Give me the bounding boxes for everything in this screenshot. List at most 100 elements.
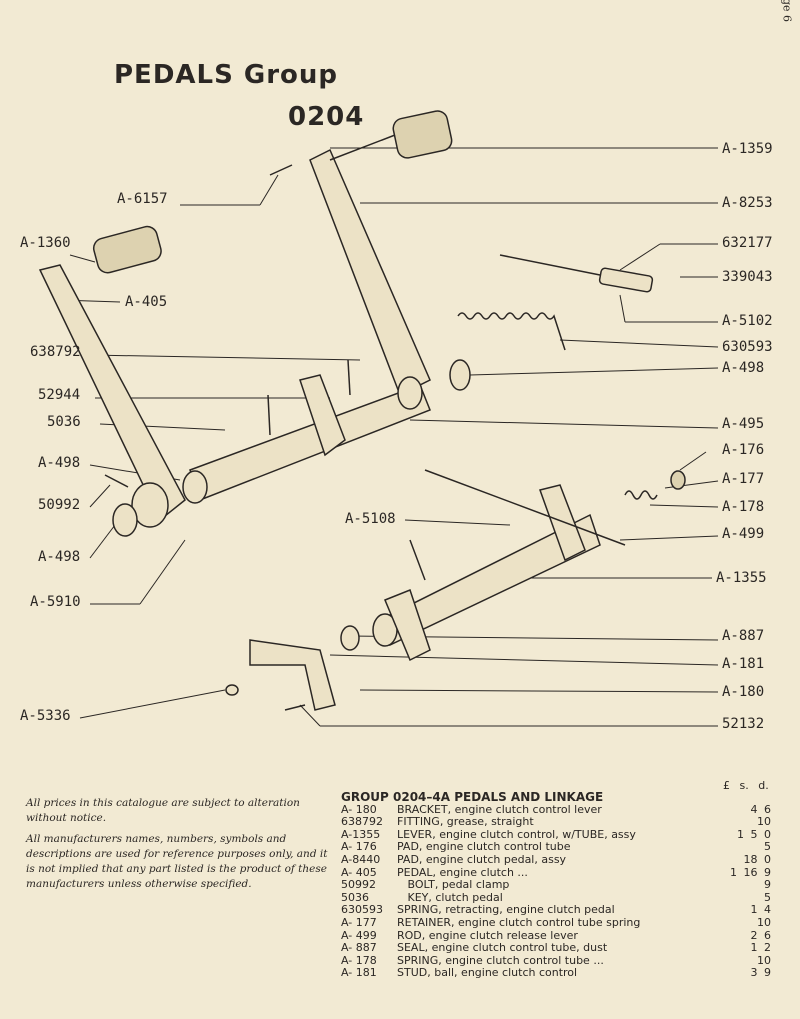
parts-drawing bbox=[38, 110, 686, 711]
callout-630593: 630593 bbox=[722, 339, 773, 355]
part-description: FITTING, grease, straight bbox=[397, 816, 534, 829]
parts-table: £ s. d. GROUP 0204–4A PEDALS AND LINKAGE… bbox=[341, 779, 772, 980]
callout-52944: 52944 bbox=[38, 387, 81, 403]
table-row: A- 887 SEAL, engine clutch control tube, … bbox=[341, 942, 771, 955]
part-description: PAD, engine clutch pedal, assy bbox=[397, 853, 567, 866]
callout-632177: 632177 bbox=[722, 235, 773, 251]
callout-a-181: A-181 bbox=[722, 656, 765, 672]
part-description: RETAINER, engine clutch control tube spr… bbox=[397, 916, 641, 929]
callout-a-495: A-495 bbox=[722, 416, 765, 432]
part-price: 3 9 bbox=[750, 966, 772, 980]
part-price: 9 bbox=[764, 878, 771, 892]
part-number: 5036 bbox=[341, 890, 369, 904]
part-price: 1 16 9 bbox=[730, 865, 771, 879]
dust-seal bbox=[340, 625, 360, 651]
part-number: A- 178 bbox=[341, 953, 377, 967]
part-description: BOLT, pedal clamp bbox=[397, 879, 510, 892]
callout-a-5108: A-5108 bbox=[345, 511, 396, 527]
retracting-spring bbox=[457, 312, 566, 351]
release-rod bbox=[424, 469, 626, 546]
part-number: A-1355 bbox=[341, 827, 381, 841]
clevis-rod bbox=[499, 254, 601, 276]
part-number: A- 405 bbox=[341, 865, 377, 879]
part-number: A- 181 bbox=[341, 966, 377, 980]
table-rows: A- 180 BRACKET, engine clutch control lev… bbox=[341, 802, 772, 980]
part-description: SPRING, retracting, engine clutch pedal bbox=[397, 904, 615, 917]
part-description: KEY, clutch pedal bbox=[397, 891, 503, 904]
part-price: 1 4 bbox=[750, 903, 772, 917]
page-title: PEDALS Group bbox=[114, 60, 339, 90]
callout-a-499: A-499 bbox=[722, 526, 765, 542]
part-price: 5 bbox=[764, 840, 771, 854]
callout-a-177: A-177 bbox=[722, 471, 765, 487]
callout-a-498-right: A-498 bbox=[722, 360, 765, 376]
part-price: 10 bbox=[757, 953, 771, 967]
callout-a-5336: A-5336 bbox=[20, 708, 71, 724]
callout-a-5102: A-5102 bbox=[722, 313, 773, 329]
part-price: 10 bbox=[757, 815, 771, 829]
table-heading: GROUP 0204–4A PEDALS AND LINKAGE bbox=[341, 790, 604, 804]
part-number: A- 887 bbox=[341, 941, 377, 955]
table-row: 638792 FITTING, grease, straight 10 bbox=[341, 816, 771, 829]
part-description: PEDAL, engine clutch ... bbox=[397, 866, 528, 879]
pedal-pad-left bbox=[92, 225, 162, 274]
part-number: 630593 bbox=[341, 903, 383, 917]
part-number: 50992 bbox=[341, 878, 376, 892]
pedal-stem-right bbox=[329, 134, 396, 161]
exploded-diagram bbox=[38, 110, 719, 727]
part-price: 5 bbox=[764, 890, 771, 904]
part-price: 1 2 bbox=[750, 941, 772, 955]
table-row: A- 181 STUD, ball, engine clutch control 3… bbox=[341, 967, 771, 980]
part-description: LEVER, engine clutch control, w/TUBE, as… bbox=[397, 828, 636, 841]
table-row: 5036 KEY, clutch pedal 5 bbox=[341, 890, 771, 905]
callout-a-1359: A-1359 bbox=[722, 141, 773, 157]
bracket-a-180 bbox=[249, 639, 336, 711]
callout-a-1360: A-1360 bbox=[20, 235, 71, 251]
price-notice: All prices in this catalogue are subject… bbox=[26, 796, 336, 898]
pedal-arm-left bbox=[38, 264, 186, 522]
control-tube-spring bbox=[624, 490, 658, 500]
part-description: SEAL, engine clutch control tube, dust bbox=[397, 942, 608, 955]
part-price: 18 0 bbox=[743, 852, 772, 866]
bracket-plate bbox=[299, 374, 346, 457]
callout-50992: 50992 bbox=[38, 497, 81, 513]
table-row: A-8440 PAD, engine clutch pedal, assy 18 0 bbox=[341, 852, 772, 867]
pedal-pad-right bbox=[392, 110, 453, 159]
table-row: 630593 SPRING, retracting, engine clutch … bbox=[341, 904, 771, 917]
callout-a-176: A-176 bbox=[722, 442, 765, 458]
leader-lines bbox=[59, 147, 719, 727]
callout-a-405: A-405 bbox=[125, 294, 168, 310]
bolt-a-6157 bbox=[269, 164, 293, 176]
part-price: 10 bbox=[757, 915, 771, 929]
callout-a-498-left-lower: A-498 bbox=[38, 549, 81, 565]
clevis-632177 bbox=[598, 267, 654, 293]
bolt-50992 bbox=[104, 474, 129, 488]
callout-a-498-left-upper: A-498 bbox=[38, 455, 81, 471]
part-description: ROD, engine clutch release lever bbox=[397, 929, 578, 942]
callout-a-5910: A-5910 bbox=[30, 594, 81, 610]
callout-5036: 5036 bbox=[47, 414, 81, 430]
tube-end bbox=[182, 470, 208, 504]
notice-prices: All prices in this catalogue are subject… bbox=[26, 797, 300, 824]
pad-a-176 bbox=[670, 470, 686, 490]
part-description: BRACKET, engine clutch control lever bbox=[397, 803, 602, 816]
part-price: 1 5 0 bbox=[737, 827, 771, 841]
callout-a-178: A-178 bbox=[722, 499, 765, 515]
part-number: A- 180 bbox=[341, 802, 377, 816]
part-price: 2 6 bbox=[750, 928, 772, 942]
table-row: A- 180 BRACKET, engine clutch control lev… bbox=[341, 802, 771, 817]
callout-a-1355: A-1355 bbox=[716, 570, 767, 586]
part-number: A-8440 bbox=[341, 852, 381, 866]
part-number: 638792 bbox=[341, 815, 383, 829]
group-number: 0204 bbox=[288, 102, 365, 132]
callout-a-8253: A-8253 bbox=[722, 195, 773, 211]
bolt-52132 bbox=[284, 704, 306, 711]
table-row: A- 405 PEDAL, engine clutch ... 1 16 9 bbox=[341, 865, 771, 880]
table-row: A-1355 LEVER, engine clutch control, w/TU… bbox=[341, 827, 771, 842]
washer-left bbox=[112, 503, 138, 537]
part-description: STUD, ball, engine clutch control bbox=[397, 967, 578, 980]
